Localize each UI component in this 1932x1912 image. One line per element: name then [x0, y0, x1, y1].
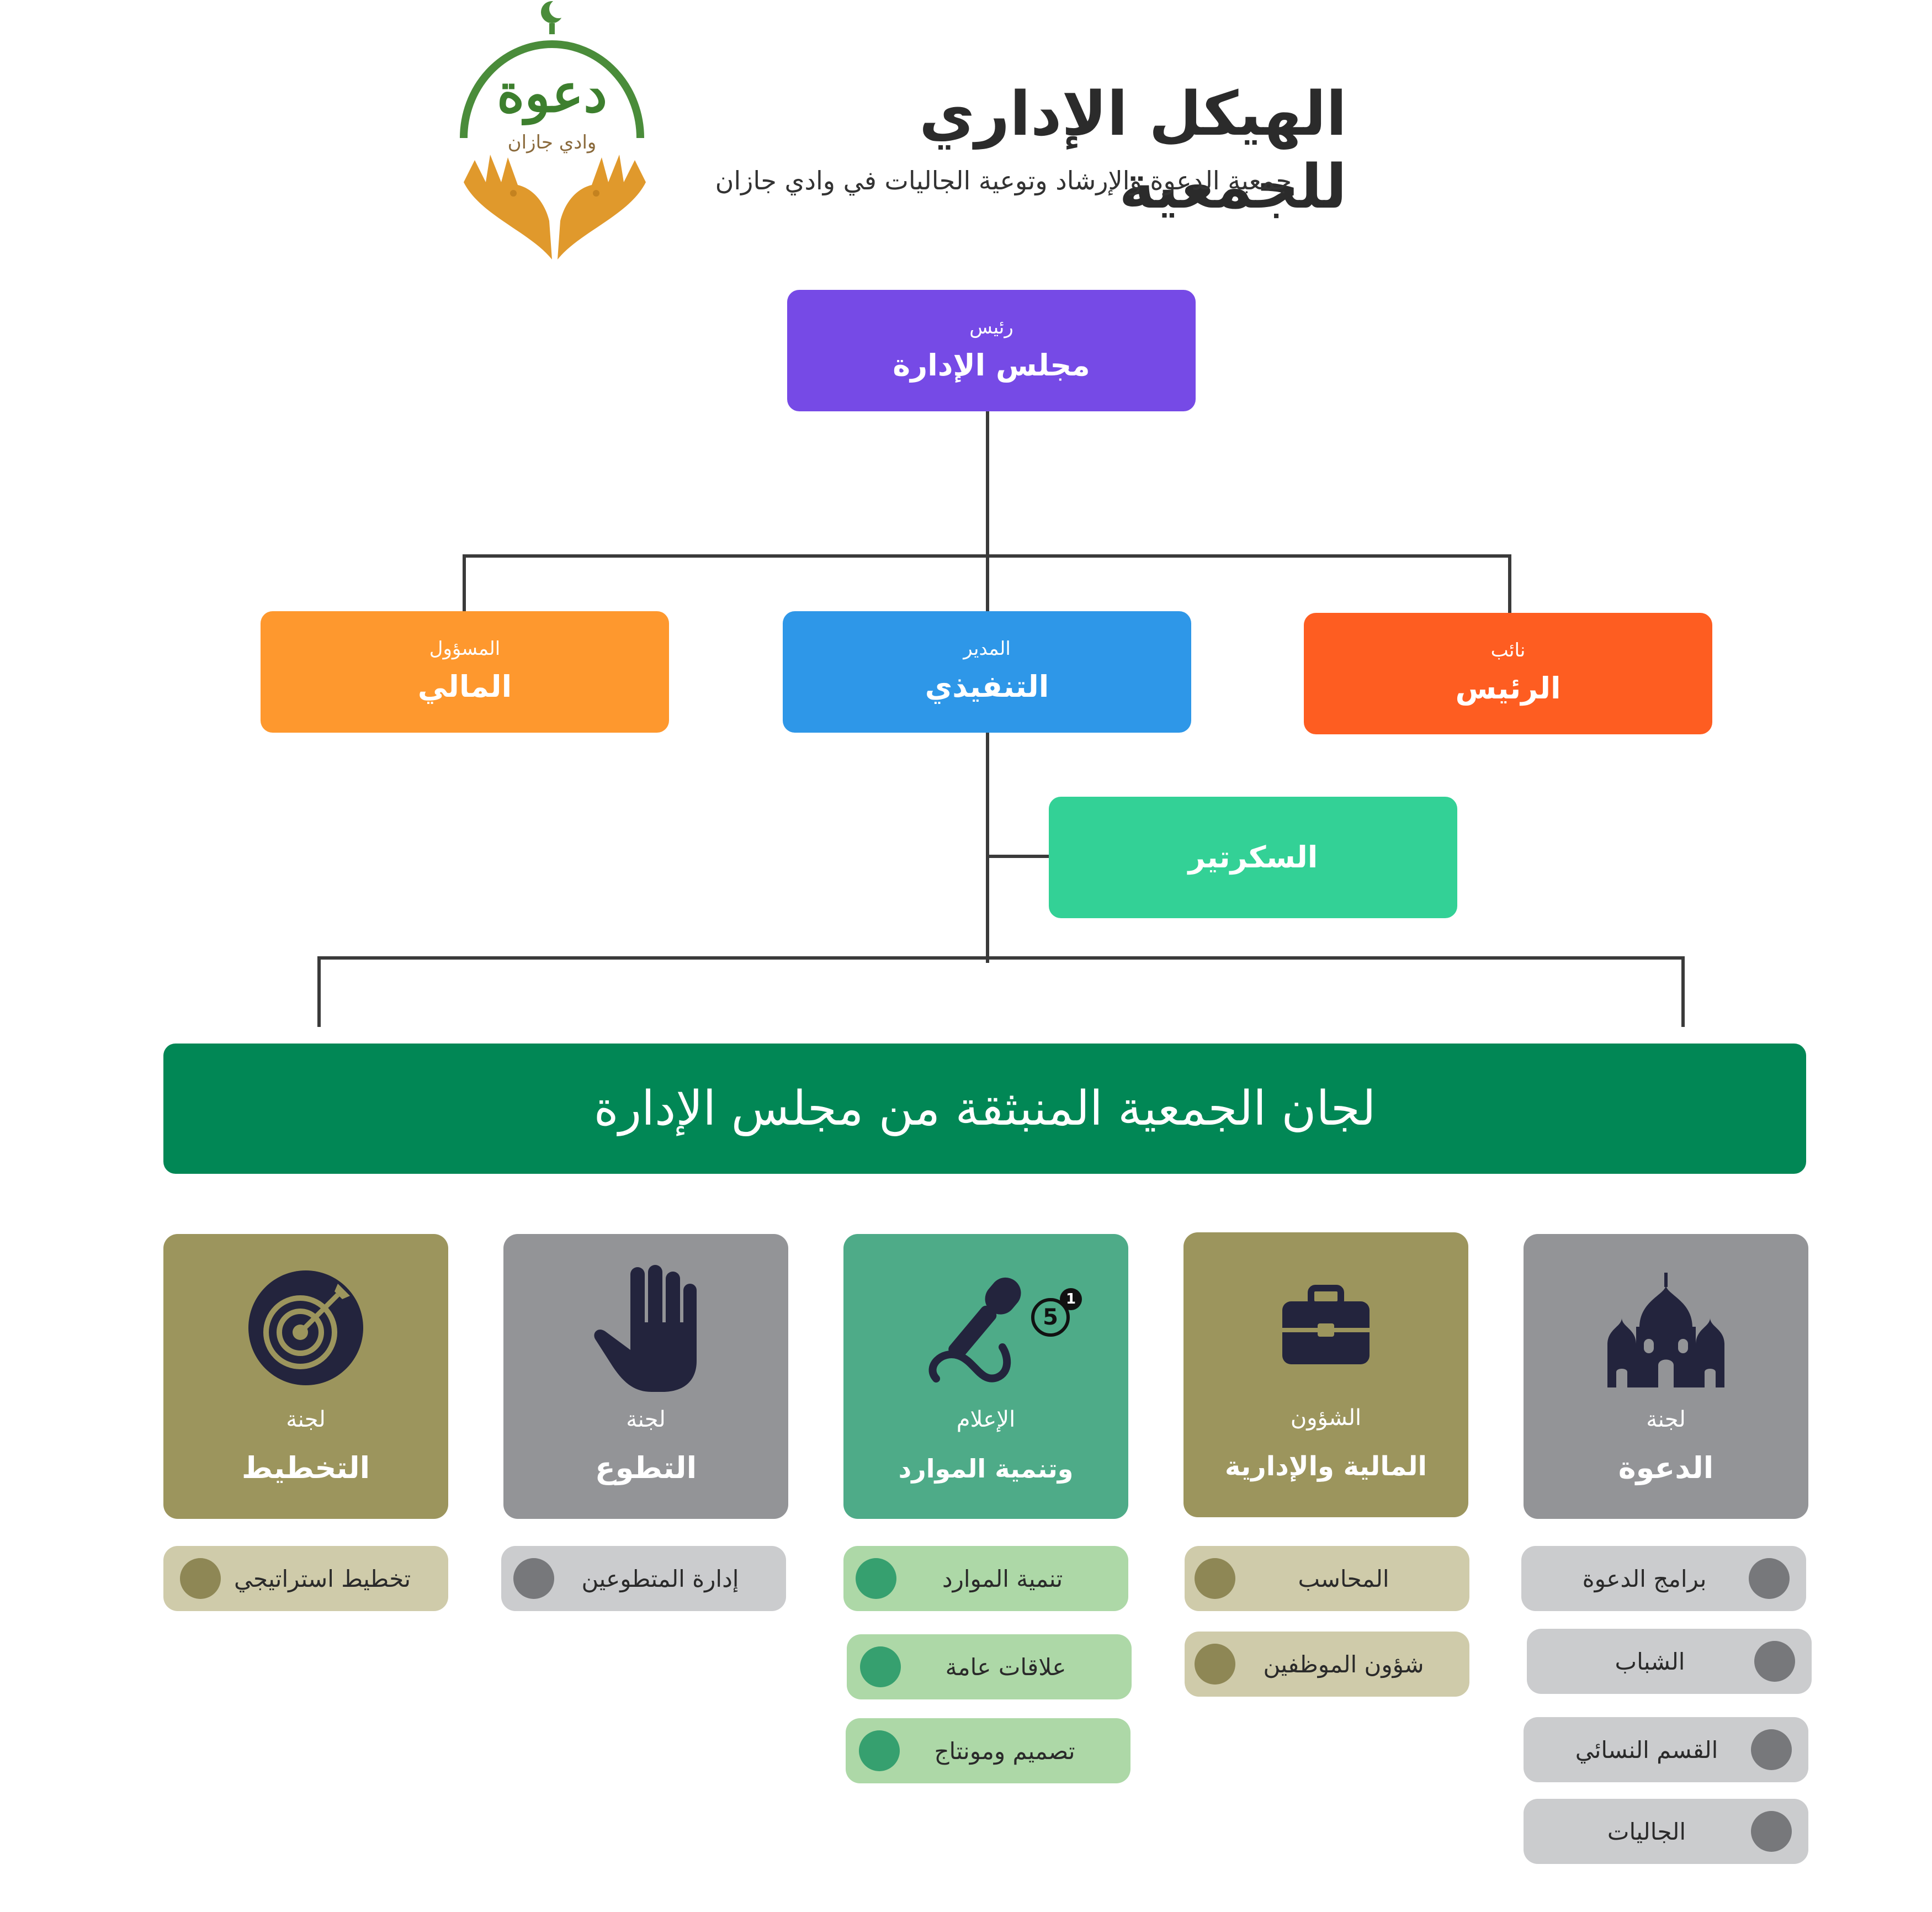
target-icon	[163, 1256, 448, 1400]
executive-director-role: المدير	[963, 637, 1011, 660]
list-item-label: علاقات عامة	[945, 1653, 1066, 1681]
committee-dawah-card[interactable]: لجنة الدعوة	[1524, 1234, 1808, 1519]
committee-planning-title: التخطيط	[241, 1450, 370, 1485]
committee-volunteering-card[interactable]: لجنة التطوع	[503, 1234, 788, 1519]
page-subtitle: جمعية الدعوة والإرشاد وتوعية الجاليات في…	[715, 166, 1292, 195]
committee-dawah-sub: لجنة	[1646, 1407, 1686, 1432]
list-item-label: تنمية الموارد	[942, 1565, 1063, 1592]
finance-officer-title: المالي	[417, 669, 512, 705]
list-item[interactable]: القسم النسائي	[1524, 1717, 1808, 1782]
committee-media-card[interactable]: 5 1 الإعلام وتنمية الموارد	[843, 1234, 1128, 1519]
list-item-label: برامج الدعوة	[1582, 1565, 1707, 1592]
list-item[interactable]: تصميم ومونتاج	[846, 1718, 1130, 1783]
bullet-icon	[859, 1730, 900, 1771]
bullet-icon	[1195, 1558, 1235, 1599]
list-item[interactable]: تخطيط استراتيجي	[163, 1546, 448, 1611]
mosque-icon	[1524, 1256, 1808, 1400]
list-item[interactable]: شؤون الموظفين	[1185, 1632, 1469, 1697]
connector-line	[1508, 554, 1511, 615]
vice-president-box[interactable]: نائب الرئيس	[1304, 613, 1712, 734]
committees-banner: لجان الجمعية المنبثقة من مجلس الإدارة	[163, 1044, 1806, 1174]
logo: دعوة وادي جازان	[447, 0, 657, 271]
bullet-icon	[1751, 1811, 1792, 1852]
bullet-icon	[856, 1558, 896, 1599]
connector-line	[320, 956, 1685, 960]
bullet-icon	[513, 1558, 554, 1599]
committees-banner-text: لجان الجمعية المنبثقة من مجلس الإدارة	[593, 1081, 1376, 1136]
list-item-label: تصميم ومونتاج	[934, 1737, 1075, 1765]
list-item-label: تخطيط استراتيجي	[234, 1565, 411, 1592]
hand-icon	[503, 1256, 788, 1400]
vice-president-role: نائب	[1490, 639, 1526, 661]
list-item[interactable]: المحاسب	[1185, 1546, 1469, 1611]
board-chairman-role: رئيس	[969, 316, 1013, 338]
connector-line	[463, 554, 466, 614]
vice-president-title: الرئيس	[1455, 671, 1561, 706]
committee-affairs-title: المالية والإدارية	[1225, 1451, 1427, 1482]
connector-line	[463, 554, 1511, 558]
committee-volunteering-sub: لجنة	[626, 1407, 666, 1432]
list-item-label: القسم النسائي	[1575, 1736, 1718, 1763]
page-title: الهيكل الإداري للجمعية	[919, 78, 1347, 222]
committee-planning-card[interactable]: لجنة التخطيط	[163, 1234, 448, 1519]
list-item-label: شؤون الموظفين	[1263, 1650, 1424, 1678]
connector-line	[317, 956, 321, 1027]
counter-badge-sup-value: 1	[1065, 1291, 1076, 1307]
executive-director-box[interactable]: المدير التنفيذي	[783, 611, 1191, 733]
list-item-label: الشباب	[1615, 1648, 1685, 1675]
list-item[interactable]: الجاليات	[1524, 1799, 1808, 1864]
bullet-icon	[1751, 1729, 1792, 1770]
committee-volunteering-title: التطوع	[595, 1450, 697, 1485]
microphone-icon	[843, 1256, 1128, 1400]
counter-badge-value: 5	[1043, 1305, 1058, 1330]
committee-media-sub: الإعلام	[956, 1407, 1016, 1432]
list-item-label: المحاسب	[1298, 1565, 1389, 1592]
secretary-box[interactable]: السكرتير	[1049, 797, 1457, 918]
list-item[interactable]: إدارة المتطوعين	[501, 1546, 786, 1611]
committee-affairs-sub: الشؤون	[1290, 1405, 1362, 1431]
board-chairman-title: مجلس الإدارة	[893, 348, 1090, 383]
list-item[interactable]: برامج الدعوة	[1521, 1546, 1806, 1611]
logo-word: دعوة	[497, 62, 607, 124]
connector-line	[986, 855, 1050, 858]
bullet-icon	[180, 1558, 221, 1599]
counter-badge: 5	[1031, 1298, 1070, 1337]
counter-badge-superscript: 1	[1060, 1288, 1082, 1310]
list-item-label: الجاليات	[1607, 1818, 1686, 1845]
secretary-title: السكرتير	[1188, 839, 1318, 875]
board-chairman-box[interactable]: رئيس مجلس الإدارة	[787, 290, 1196, 411]
finance-officer-role: المسؤول	[429, 637, 501, 660]
connector-line	[1681, 956, 1685, 1027]
briefcase-icon	[1183, 1254, 1468, 1398]
logo-subtitle: وادي جازان	[507, 131, 597, 153]
bullet-icon	[1754, 1641, 1795, 1682]
list-item[interactable]: تنمية الموارد	[843, 1546, 1128, 1611]
bullet-icon	[860, 1646, 901, 1687]
committee-media-title: وتنمية الموارد	[898, 1454, 1074, 1484]
list-item-label: إدارة المتطوعين	[581, 1565, 739, 1592]
bullet-icon	[1195, 1644, 1235, 1685]
committee-affairs-card[interactable]: الشؤون المالية والإدارية	[1183, 1232, 1468, 1517]
executive-director-title: التنفيذي	[925, 669, 1049, 705]
bullet-icon	[1749, 1558, 1790, 1599]
finance-officer-box[interactable]: المسؤول المالي	[261, 611, 669, 733]
committee-dawah-title: الدعوة	[1618, 1450, 1714, 1485]
list-item[interactable]: علاقات عامة	[847, 1634, 1132, 1699]
committee-planning-sub: لجنة	[286, 1407, 326, 1432]
list-item[interactable]: الشباب	[1527, 1629, 1812, 1694]
